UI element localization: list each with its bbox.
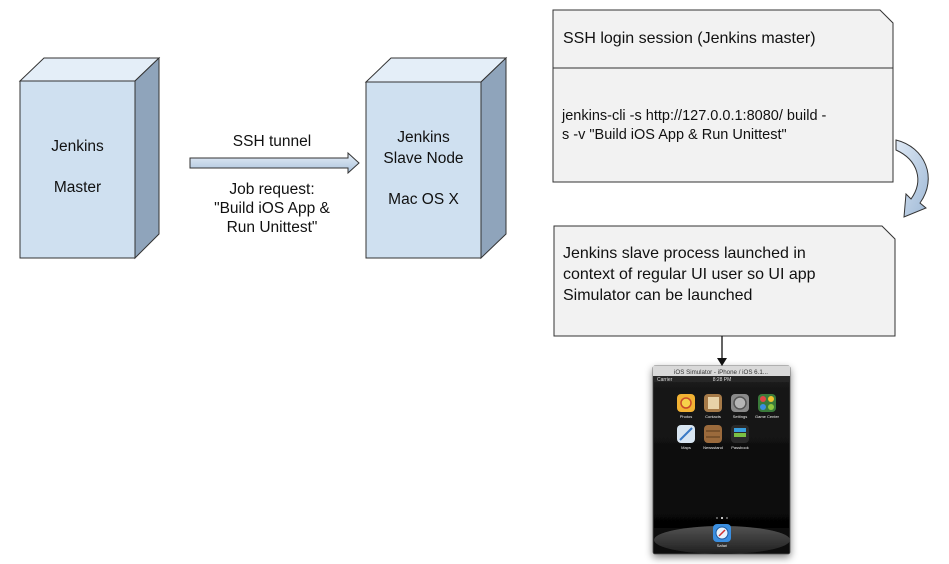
app-passbook-icon — [731, 425, 749, 443]
page-indicator — [716, 517, 728, 519]
master-node-box — [18, 56, 161, 260]
slave-title-line2: Slave Node — [383, 150, 464, 167]
ssh-tunnel-label: SSH tunnel — [232, 133, 312, 150]
slave-title-line1: Jenkins — [397, 129, 450, 146]
slave-os-label: Mac OS X — [388, 191, 459, 208]
process-note-line3: Simulator can be launched — [563, 287, 753, 304]
app-label: Contacts — [705, 414, 721, 419]
ssh-session-note — [552, 9, 894, 183]
slave-node-box — [364, 56, 508, 260]
simulator-carrier: Carrier — [657, 377, 673, 383]
app-photos-icon — [677, 394, 695, 412]
simulator-title: iOS Simulator - iPhone / iOS 6.1... — [674, 369, 768, 376]
master-title: Jenkins — [51, 138, 104, 155]
app-label: Photos — [680, 414, 692, 419]
ssh-note-command-line2: s -v "Build iOS App & Run Unittest" — [562, 127, 787, 143]
app-label: Maps — [681, 445, 691, 450]
curved-flow-arrow — [895, 139, 929, 218]
dock-safari-icon — [713, 524, 731, 542]
dock-label: Safari — [717, 543, 728, 548]
down-arrow — [717, 336, 727, 366]
master-role: Master — [53, 179, 102, 196]
app-label: Newsstand — [703, 445, 723, 450]
job-request-label: Job request: "Build iOS App & Run Unitte… — [214, 181, 330, 236]
app-game-center-icon — [758, 394, 776, 412]
app-newsstand-icon — [704, 425, 722, 443]
simulator-time: 8:28 PM — [713, 377, 732, 383]
ssh-note-title: SSH login session (Jenkins master) — [563, 30, 816, 47]
app-contacts-icon — [704, 394, 722, 412]
ssh-tunnel-arrow — [189, 151, 360, 175]
ssh-note-command-line1: jenkins-cli -s http://127.0.0.1:8080/ bu… — [562, 108, 827, 124]
app-settings-icon — [731, 394, 749, 412]
app-maps-icon — [677, 425, 695, 443]
process-note-line2: context of regular UI user so UI app — [563, 266, 816, 283]
app-label: Settings — [733, 414, 747, 419]
process-note-line1: Jenkins slave process launched in — [563, 245, 806, 262]
app-label: Passbook — [731, 445, 749, 450]
process-note — [553, 225, 896, 337]
app-label: Game Center — [755, 414, 780, 419]
